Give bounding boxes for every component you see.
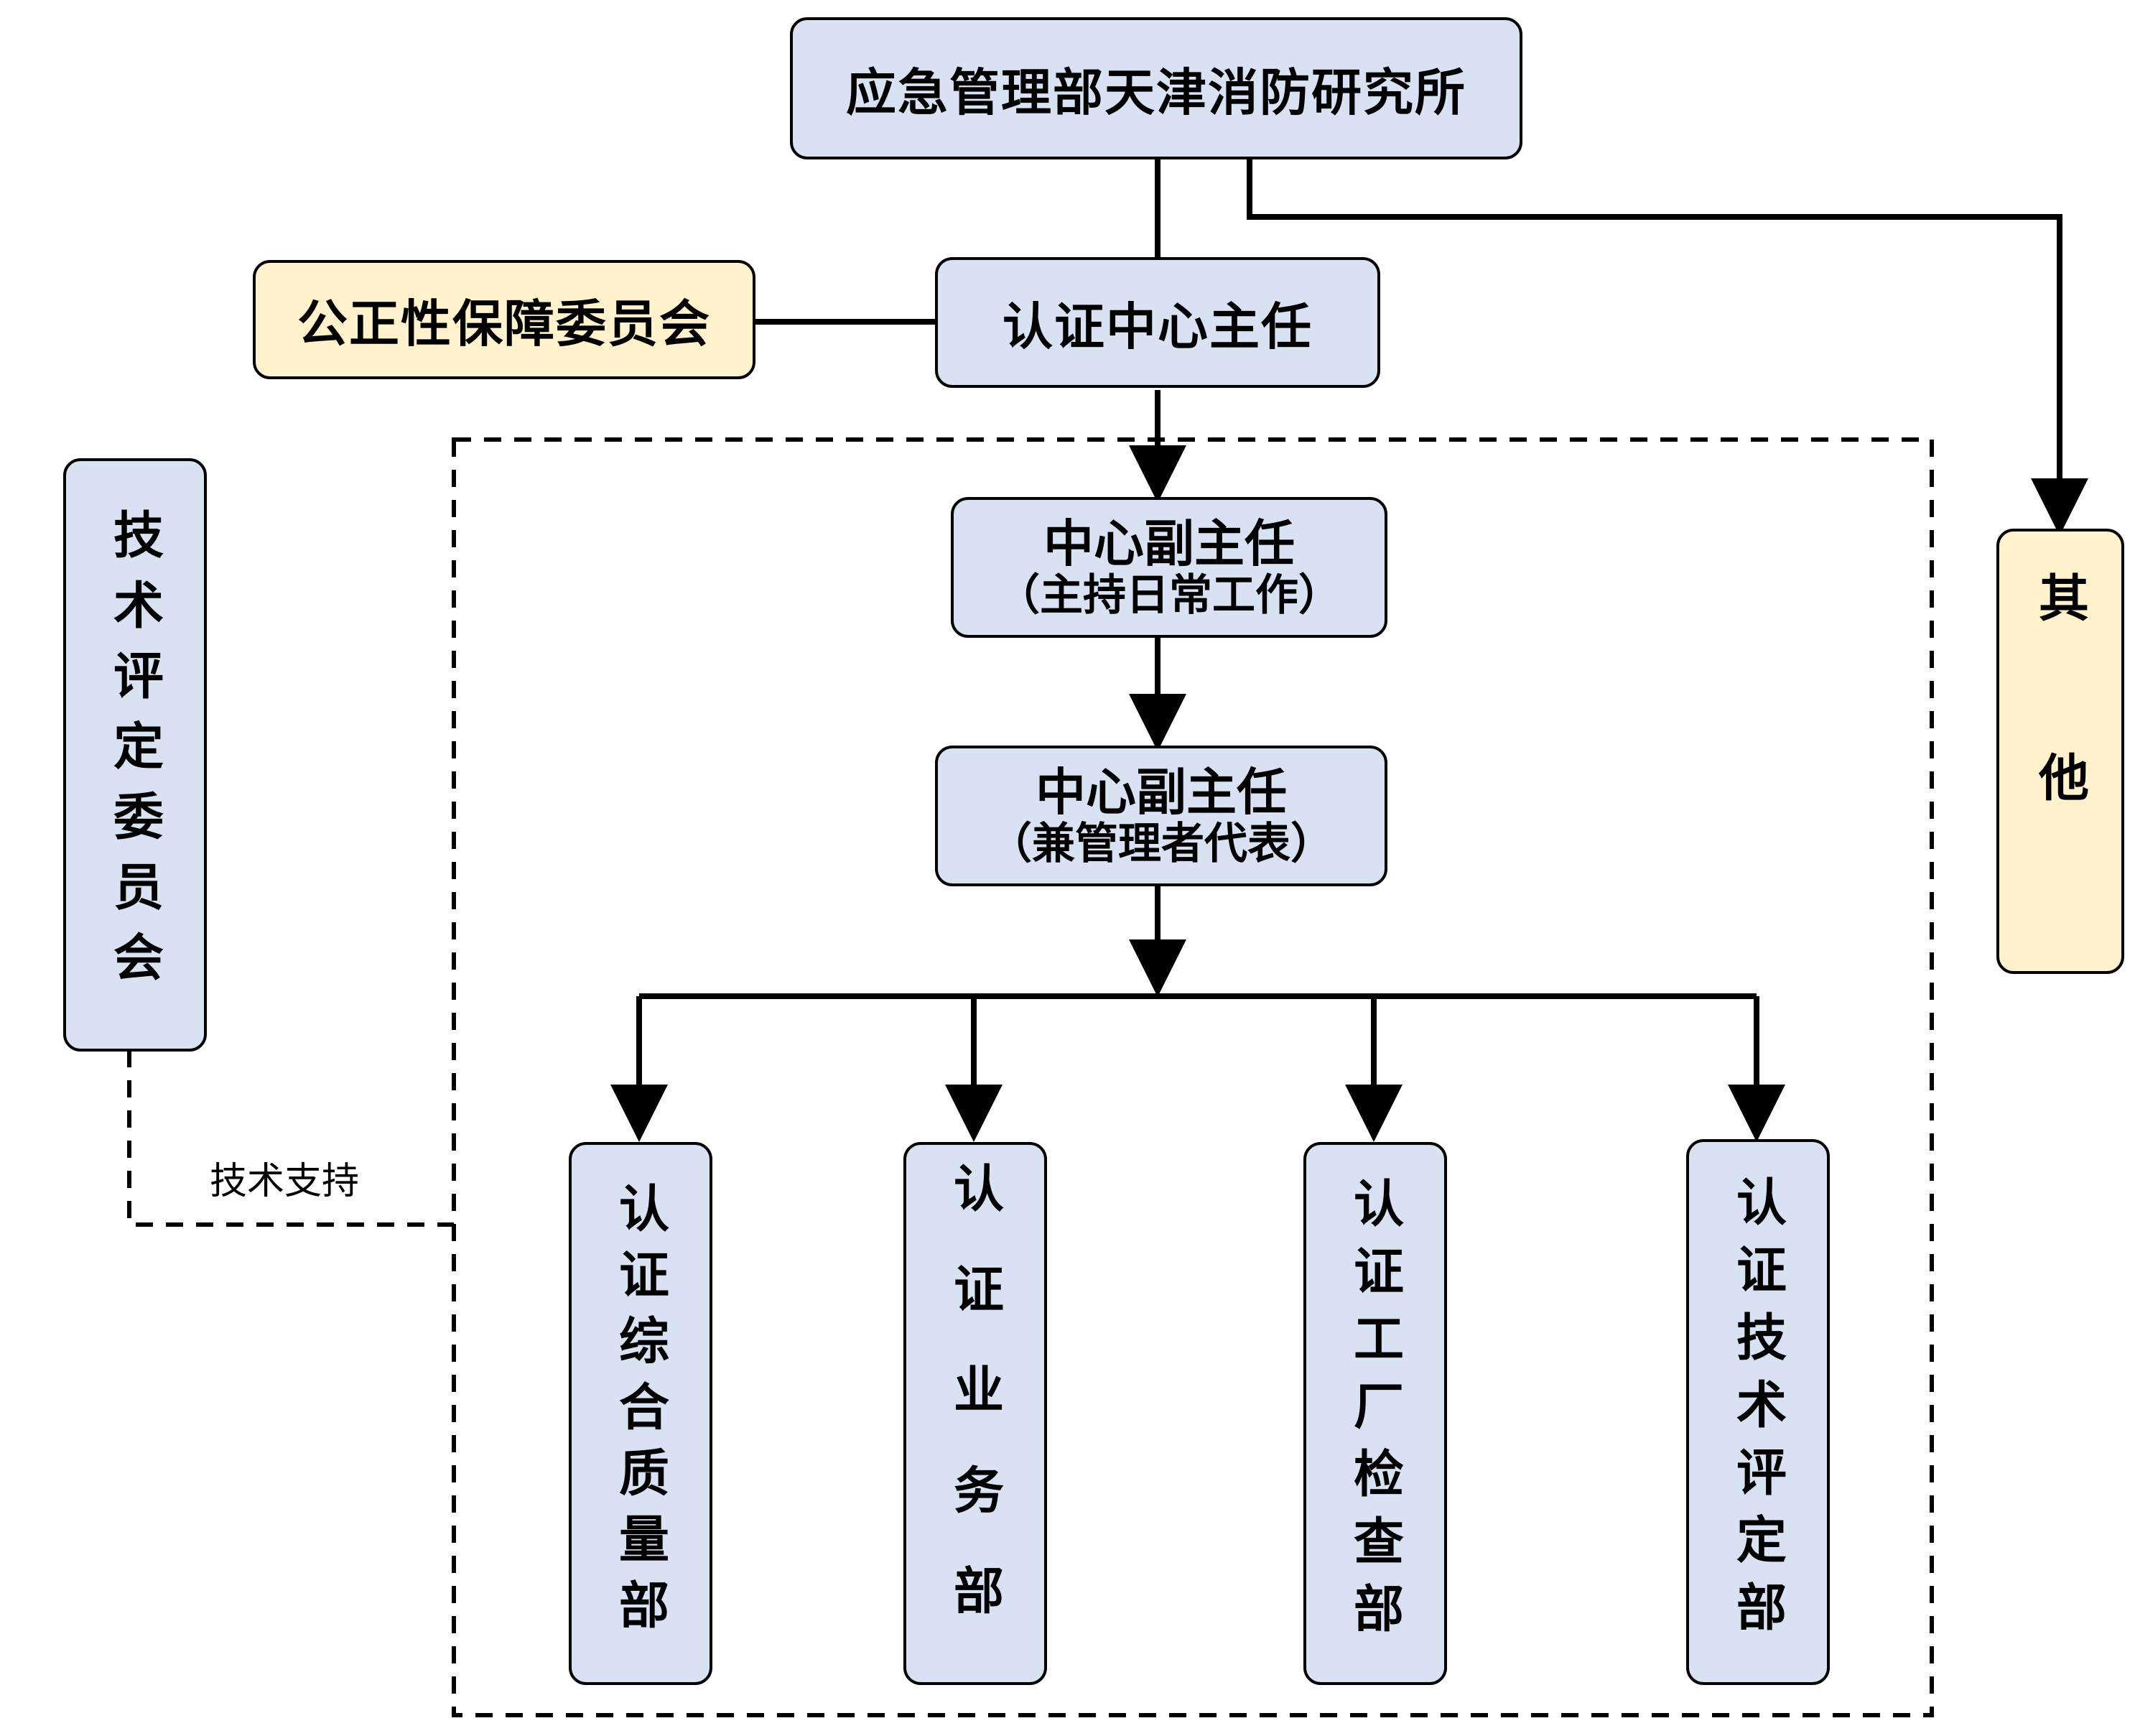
dept-quality-label: 认证综合质量部	[610, 1182, 670, 1645]
department-group-dashed-frame	[452, 437, 1934, 1717]
tech-committee-box: 技术评定委员会	[63, 458, 207, 1052]
institute-box: 应急管理部天津消防研究所	[790, 17, 1522, 159]
deputy-director-mgmt-note: （兼管理者代表）	[989, 818, 1334, 869]
dept-factory-box: 认证工厂检查部	[1303, 1142, 1447, 1685]
deputy-director-mgmt-box: 中心副主任 （兼管理者代表）	[935, 746, 1387, 886]
institute-label: 应急管理部天津消防研究所	[846, 62, 1466, 122]
impartiality-committee-label: 公正性保障委员会	[297, 294, 711, 353]
deputy-director-daily-note: （主持日常工作）	[997, 570, 1341, 621]
dept-tech-box: 认证技术评定部	[1686, 1139, 1830, 1685]
tech-support-label: 技术支持	[210, 1160, 360, 1203]
dept-quality-box: 认证综合质量部	[569, 1142, 712, 1685]
impartiality-committee-box: 公正性保障委员会	[253, 260, 755, 379]
center-director-box: 认证中心主任	[935, 257, 1380, 388]
dept-tech-label: 认证技术评定部	[1728, 1176, 1787, 1648]
dept-business-label: 认证业务部	[945, 1162, 1005, 1665]
connector-institute-other	[1247, 158, 2088, 536]
deputy-director-daily-title: 中心副主任	[1043, 514, 1295, 573]
tech-committee-label: 技术评定委员会	[105, 509, 164, 1001]
deputy-director-daily-box: 中心副主任 （主持日常工作）	[951, 497, 1387, 638]
dept-business-box: 认证业务部	[903, 1142, 1047, 1685]
center-director-label: 认证中心主任	[1003, 297, 1313, 356]
deputy-director-mgmt-title: 中心副主任	[1036, 762, 1287, 822]
other-box: 其他	[1996, 529, 2124, 974]
other-label: 其他	[2030, 572, 2090, 931]
dept-factory-label: 认证工厂检查部	[1345, 1177, 1405, 1650]
